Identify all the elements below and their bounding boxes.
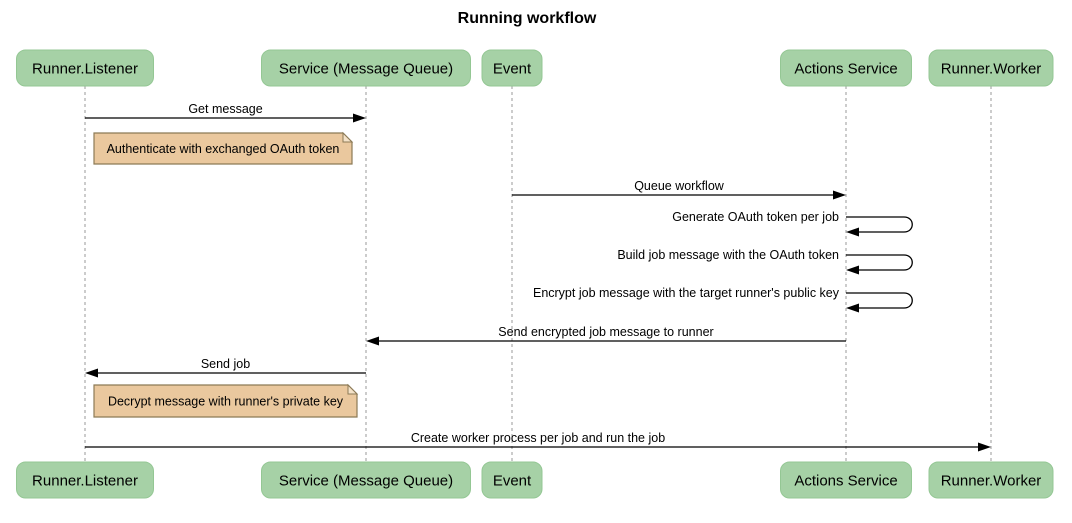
participant-label-runner-listener: Runner.Listener	[32, 61, 138, 78]
participant-label-event: Event	[493, 61, 532, 78]
note	[93, 384, 358, 418]
arrowhead	[978, 442, 991, 452]
note-fold	[347, 383, 359, 395]
arrowhead	[846, 227, 859, 237]
arrowhead	[833, 190, 846, 200]
message-label: Queue workflow	[634, 179, 725, 193]
self-message-label: Encrypt job message with the target runn…	[533, 286, 840, 300]
message-label: Send job	[201, 357, 250, 371]
note-label: Decrypt message with runner's private ke…	[108, 395, 344, 409]
participant-label-actions-service: Actions Service	[794, 61, 897, 78]
participant-top-runner-listener	[16, 49, 154, 87]
message-label: Get message	[188, 102, 262, 116]
arrowhead	[846, 303, 859, 313]
arrowhead	[85, 368, 98, 378]
participant-top-event	[481, 49, 543, 87]
note-fold	[342, 131, 354, 143]
arrowhead	[846, 265, 859, 275]
participant-label-event: Event	[493, 473, 532, 490]
participant-label-runner-worker: Runner.Worker	[941, 61, 1042, 78]
participant-label-runner-listener: Runner.Listener	[32, 473, 138, 490]
participant-bottom-event	[481, 461, 543, 499]
participant-bottom-runner-listener	[16, 461, 154, 499]
participant-bottom-actions-service	[780, 461, 912, 499]
participant-bottom-runner-worker	[928, 461, 1054, 499]
participant-label-runner-worker: Runner.Worker	[941, 473, 1042, 490]
arrowhead	[353, 113, 366, 123]
self-message-loop	[846, 292, 913, 309]
participant-bottom-service-message-queue	[261, 461, 471, 499]
message-label: Send encrypted job message to runner	[498, 325, 713, 339]
participant-top-service-message-queue	[261, 49, 471, 87]
self-message-loop	[846, 216, 913, 233]
self-message-loop	[846, 254, 913, 271]
self-message-label: Build job message with the OAuth token	[617, 248, 839, 262]
message-label: Create worker process per job and run th…	[411, 431, 665, 445]
note	[93, 132, 353, 165]
note-label: Authenticate with exchanged OAuth token	[107, 142, 340, 156]
participant-label-actions-service: Actions Service	[794, 473, 897, 490]
diagram-title: Running workflow	[457, 10, 597, 27]
self-message-label: Generate OAuth token per job	[672, 210, 839, 224]
participant-label-service-message-queue: Service (Message Queue)	[279, 473, 453, 490]
arrowhead	[366, 336, 379, 346]
participant-top-runner-worker	[928, 49, 1054, 87]
participant-label-service-message-queue: Service (Message Queue)	[279, 61, 453, 78]
participant-top-actions-service	[780, 49, 912, 87]
